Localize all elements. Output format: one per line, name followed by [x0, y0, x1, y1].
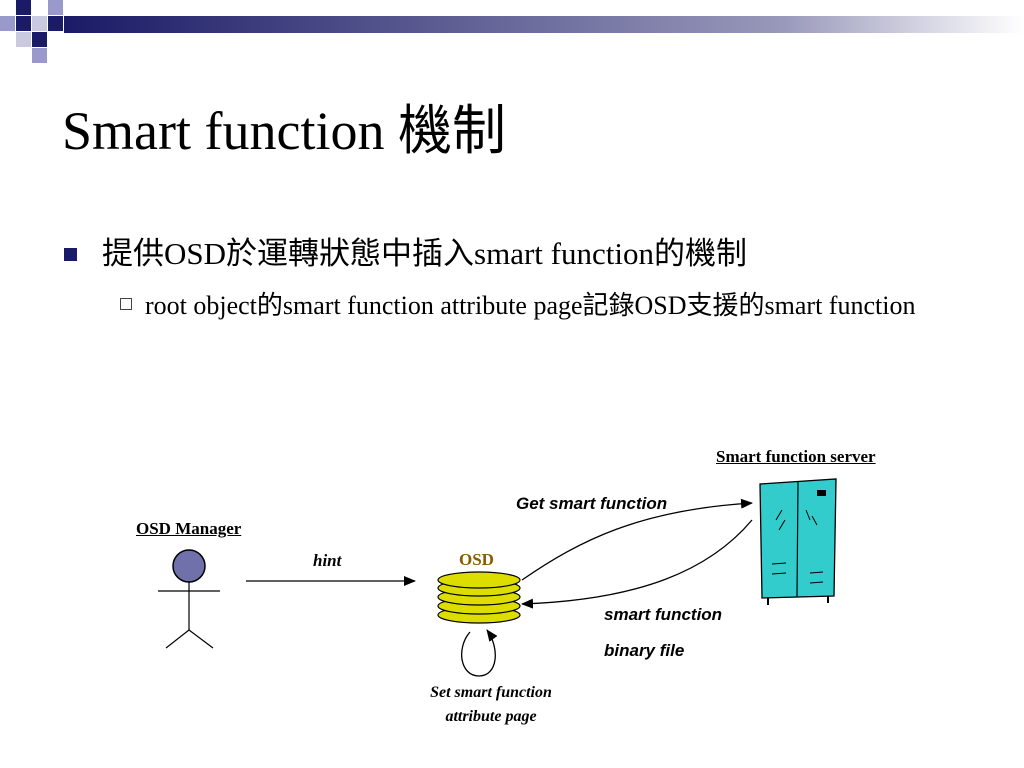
get-function-arrow: [521, 498, 753, 581]
server-cabinet-icon: [759, 478, 837, 605]
square-bullet-icon: [64, 248, 77, 261]
person-icon: [158, 549, 220, 649]
slide-title: Smart function 機制: [62, 101, 506, 161]
set-attribute-label: Set smart function attribute page: [430, 684, 552, 725]
return-label-line1: smart function: [604, 605, 723, 624]
return-label-line2: binary file: [604, 641, 685, 660]
disk-stack-icon: [437, 571, 521, 624]
osd-label: OSD: [459, 550, 494, 569]
osd-manager-label: OSD Manager: [136, 519, 242, 538]
sub-bullet-text: root object的smart function attribute pag…: [145, 291, 916, 320]
server-label: Smart function server: [716, 447, 876, 466]
get-function-label: Get smart function: [516, 494, 668, 513]
hint-label: hint: [313, 551, 342, 570]
return-binary-arrow: [521, 519, 753, 609]
self-loop-arrow: [461, 629, 498, 677]
bullet-text: 提供OSD於運轉狀態中插入smart function的機制: [102, 236, 747, 271]
hollow-square-bullet-icon: [120, 298, 132, 310]
header-decoration: [0, 0, 1024, 63]
